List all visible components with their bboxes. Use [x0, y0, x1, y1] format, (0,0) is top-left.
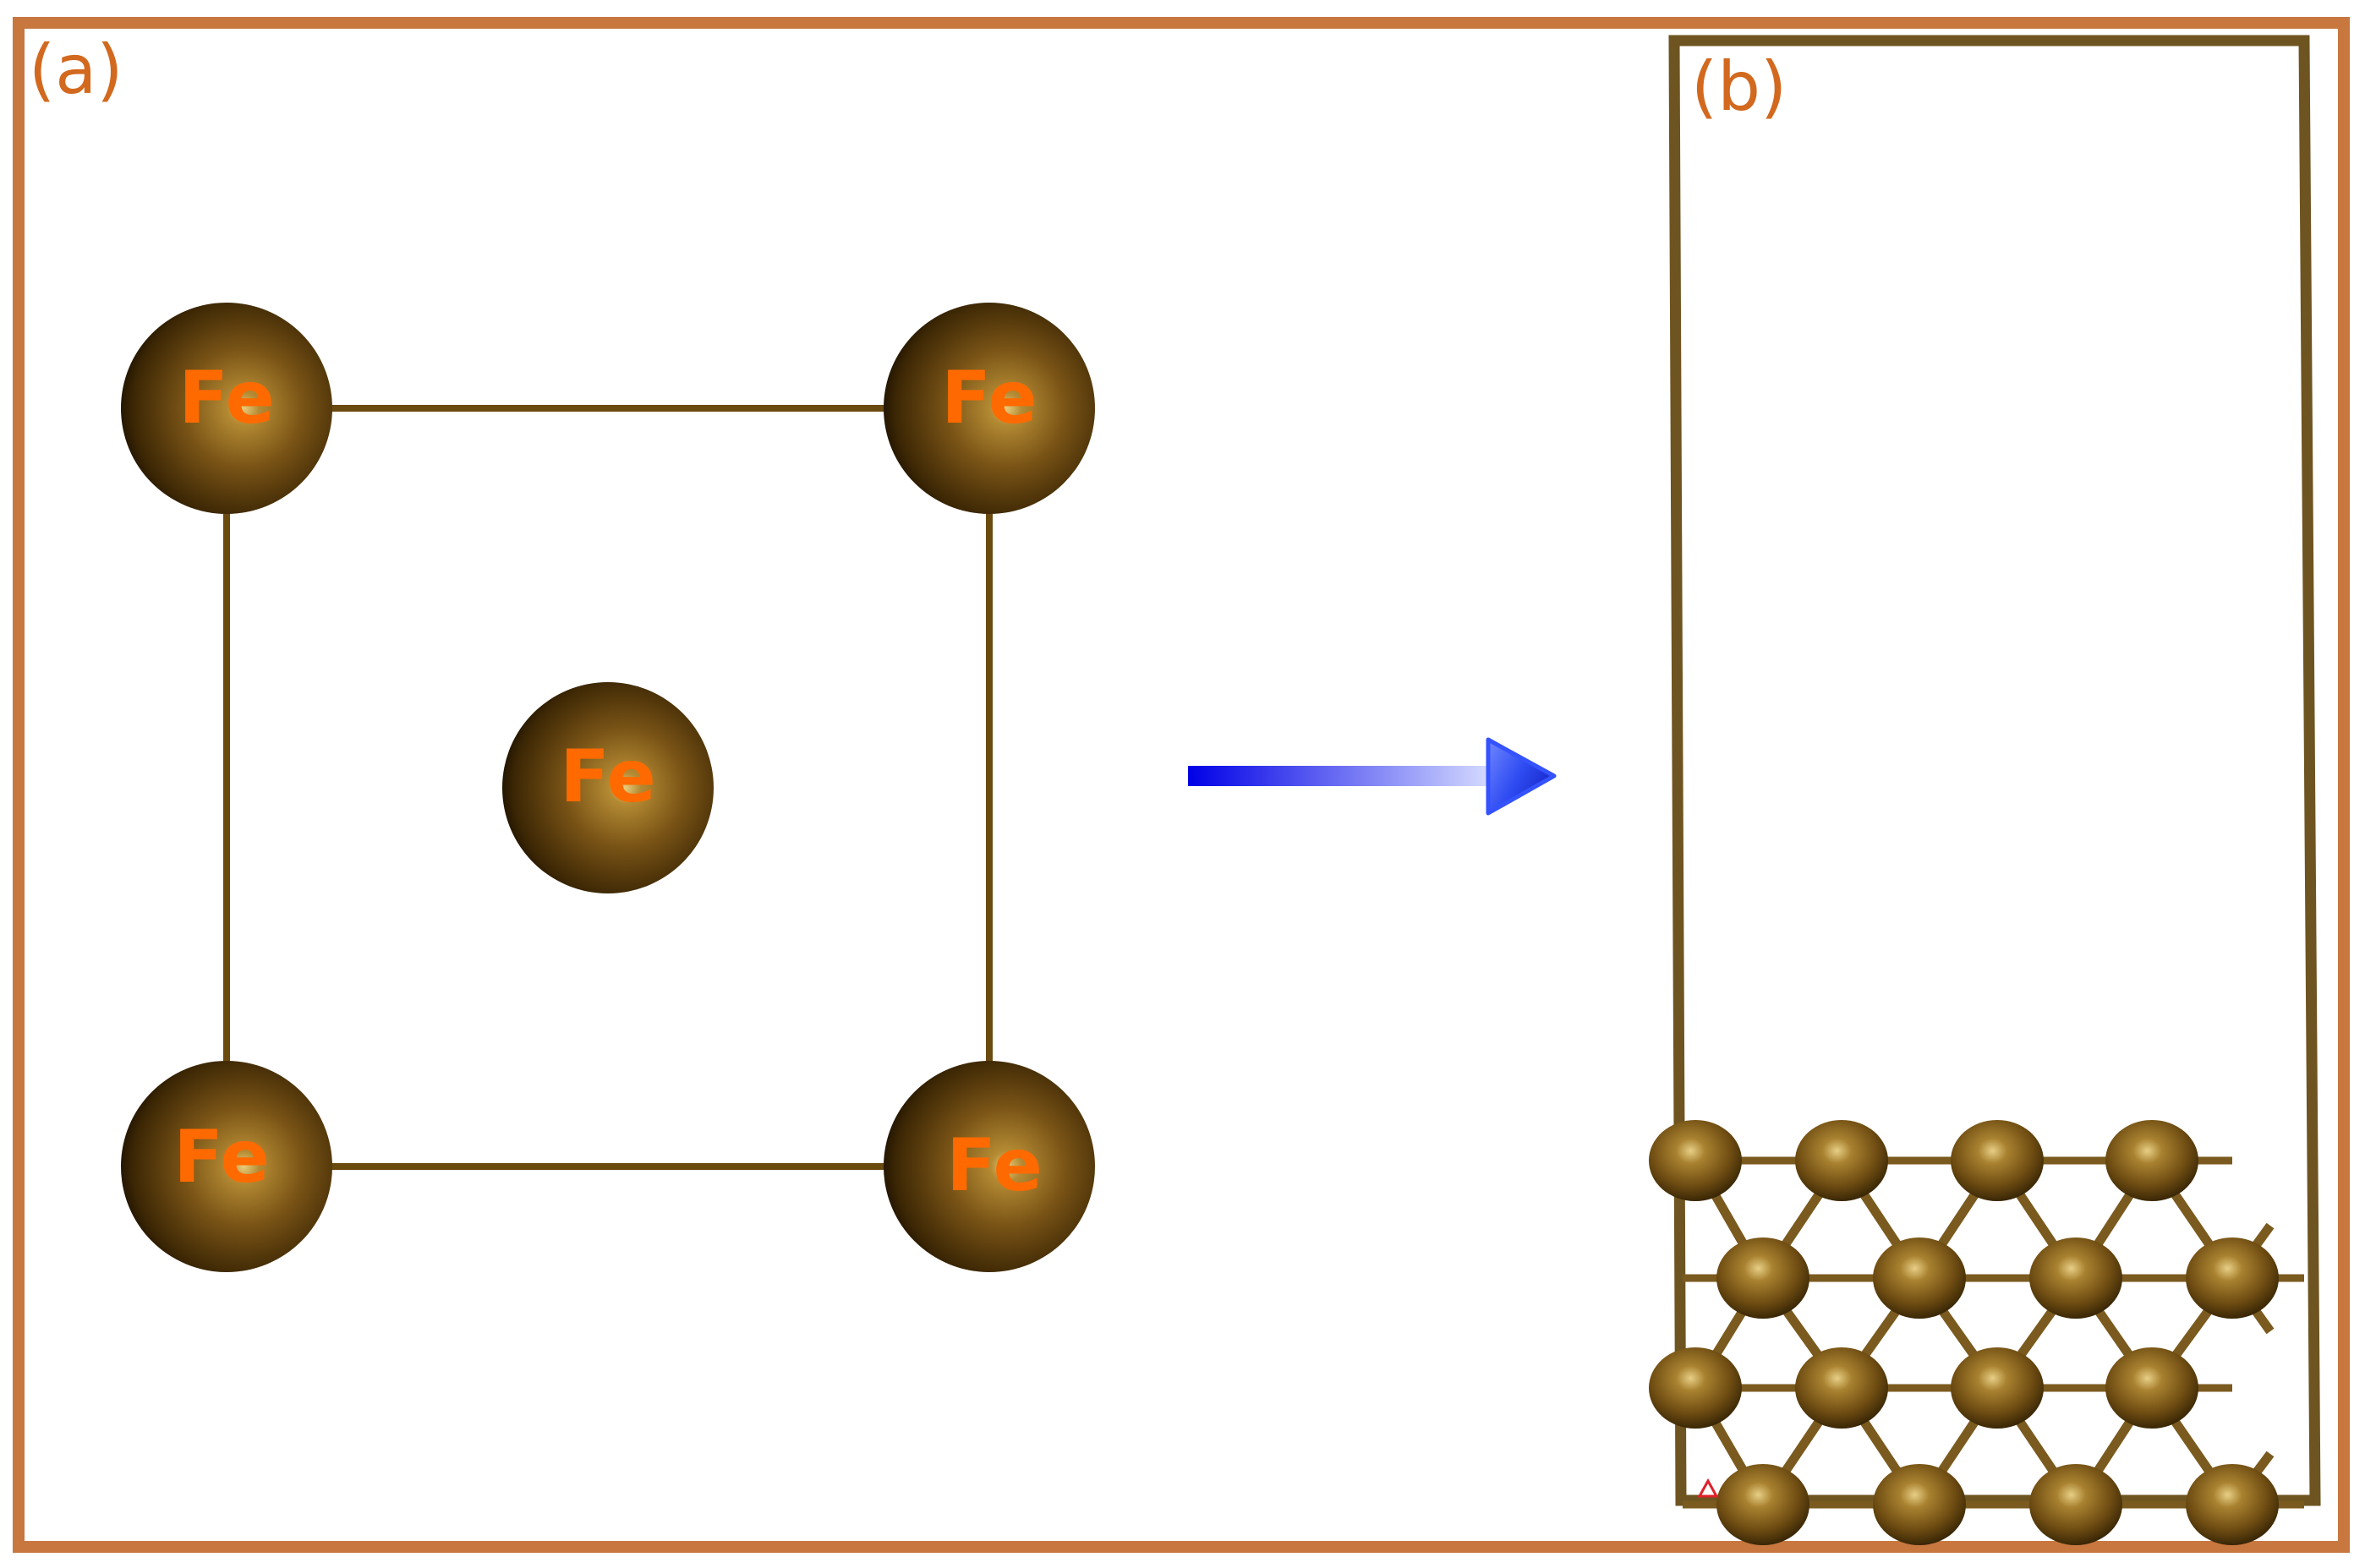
slab-atom [1649, 1347, 1742, 1429]
slab-cell-box [1668, 35, 2321, 1506]
slab-atom [2105, 1347, 2198, 1429]
arrow-shaft [1188, 766, 1492, 786]
slab-atom [1873, 1464, 1966, 1545]
panel-label-b: (b) [1691, 47, 1787, 126]
fe-atom-bottom-left: Fe [121, 1061, 332, 1272]
slab-atom [1716, 1464, 1809, 1545]
atom-label: Fe [173, 1115, 270, 1199]
atom-sphere [121, 1061, 332, 1272]
slab-atom [2029, 1464, 2122, 1545]
slab-atom [1649, 1120, 1742, 1201]
cell-edges [223, 405, 993, 1170]
slab-atom [1795, 1120, 1888, 1201]
slab-atom [2029, 1237, 2122, 1319]
slab-atom [2105, 1120, 2198, 1201]
transform-arrow [1188, 737, 1557, 816]
slab-atom [1873, 1237, 1966, 1319]
atom-label: Fe [941, 356, 1037, 440]
atom-sphere [884, 1061, 1095, 1272]
atom-label: Fe [560, 735, 656, 819]
atom-sphere [121, 303, 332, 514]
fe-atom-top-left: Fe [121, 303, 332, 514]
panel-label-a: (a) [29, 30, 123, 109]
slab-atom [2186, 1464, 2279, 1545]
slab-atoms [1649, 1120, 2279, 1545]
atom-label: Fe [946, 1123, 1043, 1208]
fe-atom-top-right: Fe [884, 303, 1095, 514]
figure-frame [13, 17, 2350, 1553]
arrow-head [1486, 737, 1557, 816]
atom-label: Fe [178, 356, 275, 440]
slab-atom [1795, 1347, 1888, 1429]
slab-atom [1716, 1237, 1809, 1319]
slab-bonds [1683, 1156, 2304, 1509]
bcc-unit-cell: Fe Fe Fe Fe Fe [121, 303, 1095, 1272]
atom-sphere [502, 682, 714, 893]
slab-atom [1951, 1347, 2044, 1429]
slab-atom [2186, 1237, 2279, 1319]
axis-marker [1697, 1478, 1719, 1498]
fe-atom-bottom-right: Fe [884, 1061, 1095, 1272]
slab-model [1649, 35, 2321, 1545]
fe-atom-body-center: Fe [502, 682, 714, 893]
slab-atom [1951, 1120, 2044, 1201]
atom-sphere [884, 303, 1095, 514]
